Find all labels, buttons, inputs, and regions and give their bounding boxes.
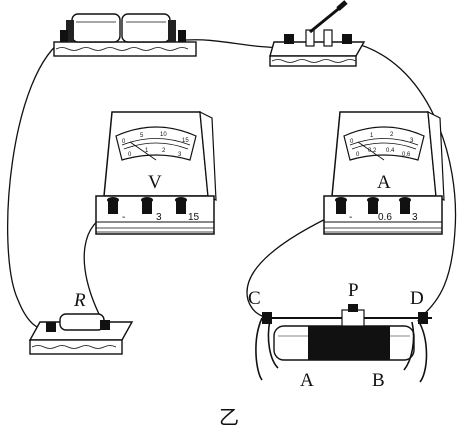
voltmeter-scale-bottom-2: 2 (162, 148, 166, 154)
ammeter-scale-bottom-1: 0.2 (368, 148, 377, 154)
voltmeter-terminal-label-neg: - (122, 212, 125, 223)
ammeter-scale-bottom-3: 0.6 (402, 152, 411, 158)
voltmeter-scale-top-0: 0 (122, 139, 126, 145)
switch-terminal (342, 34, 352, 44)
wire-ammeter-to-rheostat (246, 211, 341, 319)
battery-terminal (178, 30, 186, 42)
voltmeter: 0 5 10 15 0 1 2 3 V - 3 15 (95, 110, 217, 235)
wire-battery-to-resistor (7, 37, 67, 330)
battery-cell (121, 13, 171, 43)
rheostat-slider (341, 309, 365, 327)
ammeter-scale-top-0: 0 (350, 139, 354, 145)
resistor-terminal (100, 320, 110, 330)
switch-blade (309, 4, 343, 34)
rheostat-label-d: D (410, 288, 424, 309)
figure-caption: 乙 (219, 407, 239, 429)
ammeter-terminal-0.6 (368, 200, 378, 214)
ammeter-terminal-3 (400, 200, 410, 214)
voltmeter-scale-top-3: 15 (182, 138, 189, 144)
ammeter-dial (343, 126, 425, 161)
voltmeter-needle (129, 141, 157, 161)
voltmeter-scale-bottom-3: 3 (178, 152, 182, 158)
battery-box (53, 13, 197, 57)
ammeter-scale-top-1: 1 (370, 133, 374, 139)
voltmeter-dial (115, 126, 197, 161)
ammeter-scale-top-3: 3 (410, 138, 414, 144)
rheostat: C D P A B (248, 280, 432, 391)
switch-terminal (284, 34, 294, 44)
rheostat-label-b: B (372, 370, 385, 391)
ammeter-scale-top-2: 2 (390, 132, 394, 138)
resistor-label: R (73, 290, 86, 311)
wire-switch-to-rheostat (349, 41, 457, 317)
ammeter-terminal-label-neg: - (349, 212, 352, 223)
switch (269, 0, 366, 67)
voltmeter-terminal-neg (108, 200, 118, 214)
resistor-body (59, 313, 105, 331)
rheostat-terminal-c (262, 312, 272, 324)
ammeter-symbol: A (377, 172, 391, 193)
voltmeter-terminal-label-3: 3 (156, 212, 162, 223)
voltmeter-symbol: V (148, 172, 162, 193)
voltmeter-scale-bottom-0: 0 (128, 152, 132, 158)
rheostat-label-c: C (248, 288, 261, 309)
ammeter-terminal-label-0.6: 0.6 (378, 212, 392, 223)
ammeter-scale-bottom-2: 0.4 (386, 148, 395, 154)
battery-cell (71, 13, 121, 43)
voltmeter-scale-top-1: 5 (140, 133, 144, 139)
battery-terminal (60, 30, 68, 42)
resistor: R (28, 290, 134, 355)
wires (7, 37, 457, 330)
rheostat-terminal-d (418, 312, 428, 324)
voltmeter-terminal-15 (176, 200, 186, 214)
ammeter-needle (357, 141, 385, 161)
rheostat-label-a: A (300, 370, 314, 391)
resistor-terminal (46, 322, 56, 332)
rheostat-label-p: P (348, 280, 359, 301)
battery-base (53, 41, 197, 57)
voltmeter-terminal-3 (142, 200, 152, 214)
voltmeter-scale-top-2: 10 (160, 132, 167, 138)
voltmeter-terminal-label-15: 15 (188, 212, 200, 223)
ammeter-terminal-neg (336, 200, 346, 214)
voltmeter-scale-bottom-1: 1 (145, 148, 149, 154)
ammeter-scale-bottom-0: 0 (356, 152, 360, 158)
ammeter: 0 1 2 3 0 0.2 0.4 0.6 A - 0.6 3 (323, 110, 445, 235)
ammeter-terminal-label-3: 3 (412, 212, 418, 223)
